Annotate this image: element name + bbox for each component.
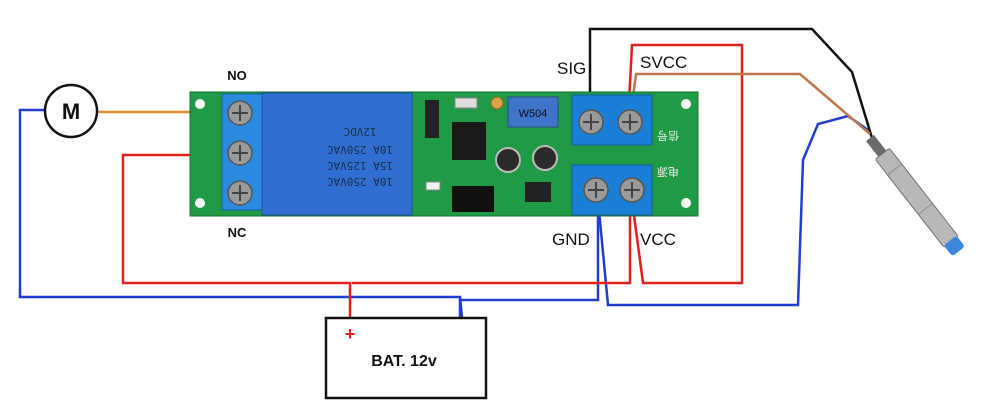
label-sig: SIG — [557, 59, 586, 78]
sensor-body — [875, 148, 959, 248]
mount-hole — [195, 99, 205, 109]
battery-label: BAT. 12v — [371, 353, 437, 370]
board-label-power: 电源 — [657, 165, 679, 179]
terminal-screw-com — [227, 140, 253, 166]
motor-label: M — [62, 99, 80, 124]
capacitor-1 — [495, 147, 521, 173]
wire-black-sig-sensor — [588, 27, 874, 139]
proximity-sensor — [866, 134, 964, 256]
relay-body — [261, 92, 413, 216]
relay-rating-4: 12VDC — [343, 125, 376, 138]
relay-rating-2: 15A 125VAC — [327, 159, 393, 172]
mosfet — [452, 186, 494, 212]
terminal-screw-no — [227, 100, 253, 126]
mount-hole — [681, 99, 691, 109]
terminal-screw-sig — [578, 109, 604, 135]
wire-blue-gnd-sensor — [458, 200, 600, 318]
mount-hole — [681, 198, 691, 208]
transistor — [525, 182, 551, 202]
relay-board: 10A 250VAC 15A 125VAC 10A 250VAC 12VDC W… — [189, 91, 699, 217]
potentiometer — [507, 96, 559, 128]
sensor-tip — [944, 236, 964, 256]
mount-hole — [195, 198, 205, 208]
terminal-screw-gnd — [583, 177, 609, 203]
battery — [324, 316, 488, 400]
relay-rating-1: 10A 250VAC — [327, 175, 393, 188]
terminal-screw-svcc — [617, 109, 643, 135]
diode — [425, 100, 439, 138]
terminal-screw-vcc — [619, 177, 645, 203]
motor-symbol — [43, 83, 99, 139]
relay-rating-3: 10A 250VAC — [327, 143, 393, 156]
label-no: NO — [227, 68, 247, 83]
potentiometer-knob — [490, 96, 504, 110]
potentiometer-label: W504 — [519, 108, 548, 120]
label-svcc: SVCC — [640, 53, 687, 72]
led — [425, 181, 441, 191]
board-label-signal: 信号 — [657, 129, 679, 142]
label-gnd: GND — [552, 230, 590, 249]
battery-plus: + — [345, 324, 356, 344]
label-nc: NC — [228, 225, 247, 240]
smd-resistor — [454, 97, 478, 109]
wire-red-vcc-battery — [352, 200, 632, 285]
terminal-screw-nc — [227, 180, 253, 206]
label-vcc: VCC — [640, 230, 676, 249]
wire-red-vcc-svcc — [626, 43, 744, 285]
capacitor-2 — [532, 145, 558, 171]
ic-chip — [452, 122, 486, 160]
wire-red-com-battery — [121, 153, 352, 318]
